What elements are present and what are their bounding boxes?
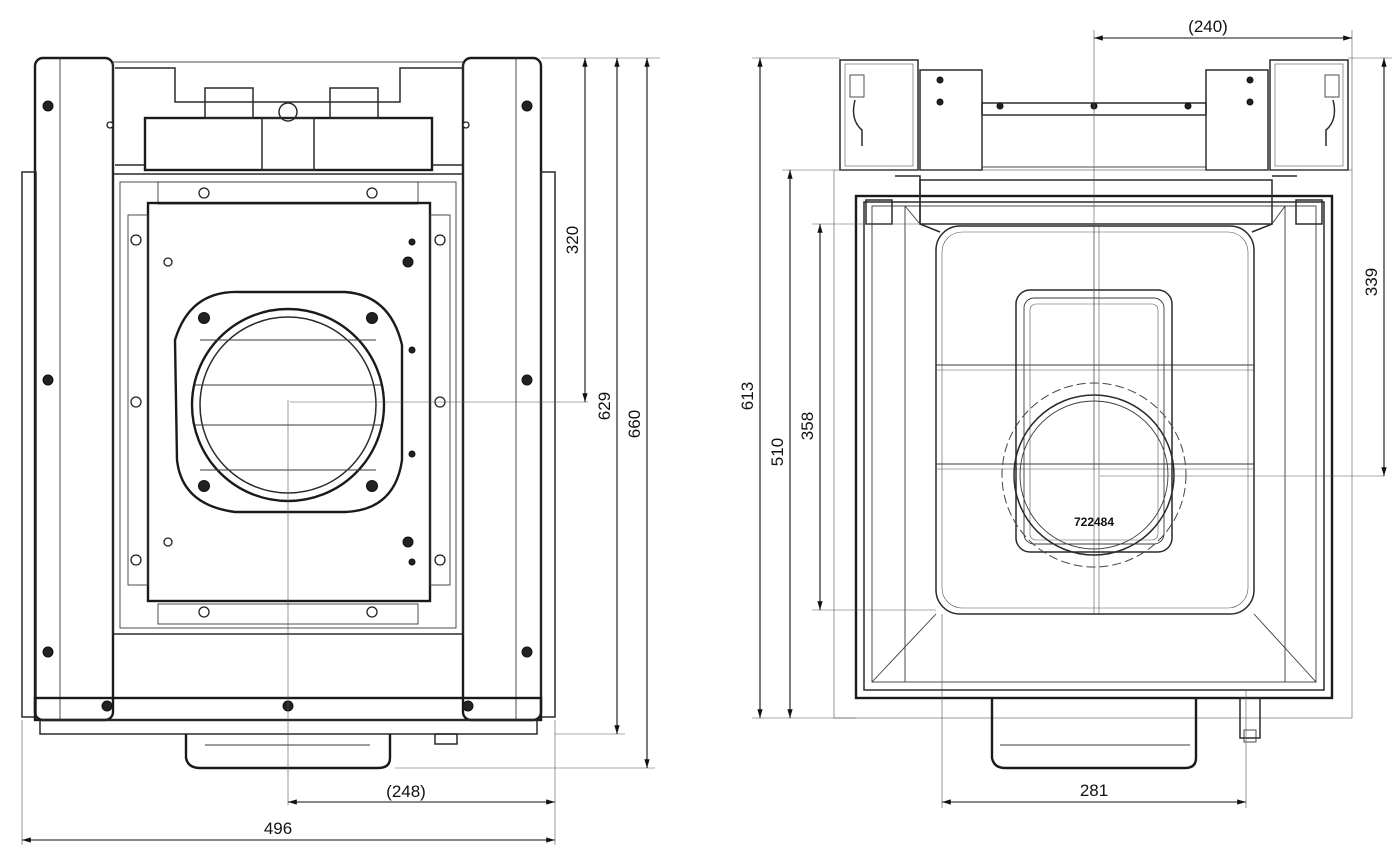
frame-column-right <box>461 56 543 722</box>
frame-column-left <box>33 56 115 722</box>
dim-side-240: (240) <box>1188 17 1228 36</box>
dim-front-496: 496 <box>264 819 292 838</box>
inner-chamber <box>935 225 1255 615</box>
dim-front-320: 320 <box>563 226 582 254</box>
side-drawer-handle <box>990 698 1198 770</box>
side-view: 722484 <box>833 30 1384 770</box>
ash-drawer-handle <box>184 734 392 770</box>
top-bracket-right <box>1269 59 1349 171</box>
dim-side-510: 510 <box>768 438 787 466</box>
dim-front-660: 660 <box>625 410 644 438</box>
dim-side-281: 281 <box>1080 781 1108 800</box>
dim-front-629: 629 <box>595 392 614 420</box>
side-dimensions: (240) 339 613 510 358 281 <box>738 17 1392 808</box>
dim-front-248: (248) <box>386 782 426 801</box>
part-number: 722484 <box>1074 515 1114 529</box>
top-bracket-left <box>839 59 919 171</box>
dim-side-613: 613 <box>738 382 757 410</box>
casing-outer <box>833 169 1353 719</box>
front-view <box>21 56 588 805</box>
flue-flange <box>173 290 404 514</box>
dim-side-358: 358 <box>798 412 817 440</box>
dim-side-339: 339 <box>1362 268 1381 296</box>
front-dimensions: 320 629 660 (248) 496 <box>21 57 660 845</box>
